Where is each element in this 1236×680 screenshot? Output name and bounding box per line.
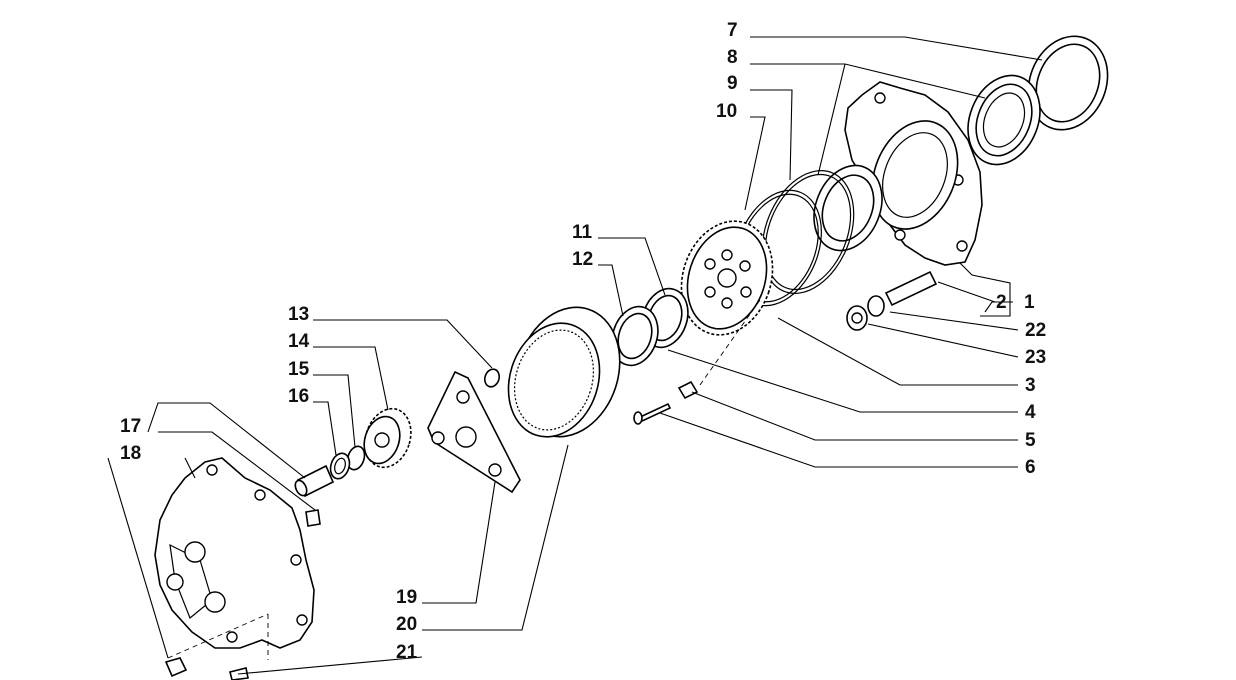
callout-1: 1	[1024, 292, 1035, 313]
callout-9: 9	[727, 73, 738, 94]
part-17-planet-pin	[294, 464, 335, 498]
part-16-washer	[329, 452, 351, 480]
callout-10: 10	[716, 101, 737, 122]
part-3-planet-carrier	[680, 220, 774, 336]
part-13-clip	[483, 368, 501, 388]
callout-4: 4	[1025, 402, 1036, 423]
part-6-bolt	[633, 402, 672, 425]
callout-6: 6	[1025, 457, 1036, 478]
part-20-ring-gear	[507, 306, 621, 438]
callout-19: 19	[396, 587, 417, 608]
callout-11: 11	[572, 222, 593, 243]
part-22-washer	[867, 295, 885, 317]
part-18-small-bolt	[305, 509, 321, 527]
part-7-seal-ring	[1027, 35, 1109, 131]
part-14-planet-gear	[363, 407, 412, 469]
part-5-bushing	[677, 380, 699, 400]
part-cover-housing	[154, 457, 315, 649]
callout-16: 16	[288, 386, 309, 407]
part-1-hub-flange	[844, 81, 983, 266]
part-22-stud	[884, 270, 938, 307]
callout-20: 20	[396, 614, 417, 635]
part-18-bolt-bottom	[164, 657, 188, 678]
callout-5: 5	[1025, 430, 1036, 451]
callout-3: 3	[1025, 375, 1036, 396]
part-15-washer	[346, 445, 366, 471]
part-8-inner-bearing	[813, 164, 883, 252]
part-8-bearing	[967, 74, 1041, 166]
callout-7: 7	[727, 20, 738, 41]
part-23-nut	[846, 305, 868, 331]
callout-12: 12	[572, 249, 593, 270]
part-19-triangular-plate	[427, 370, 521, 494]
callout-18: 18	[120, 443, 141, 464]
callout-22: 22	[1025, 320, 1046, 341]
part-12-circlip	[611, 305, 659, 367]
callout-14: 14	[288, 331, 310, 352]
callout-13: 13	[288, 304, 309, 325]
callout-17: 17	[120, 416, 141, 437]
callout-8: 8	[727, 47, 738, 68]
part-9-snap-ring	[761, 170, 855, 294]
callout-15: 15	[288, 359, 310, 380]
callout-23: 23	[1025, 347, 1046, 368]
callout-21: 21	[396, 642, 418, 663]
callout-2: 2	[996, 292, 1007, 313]
